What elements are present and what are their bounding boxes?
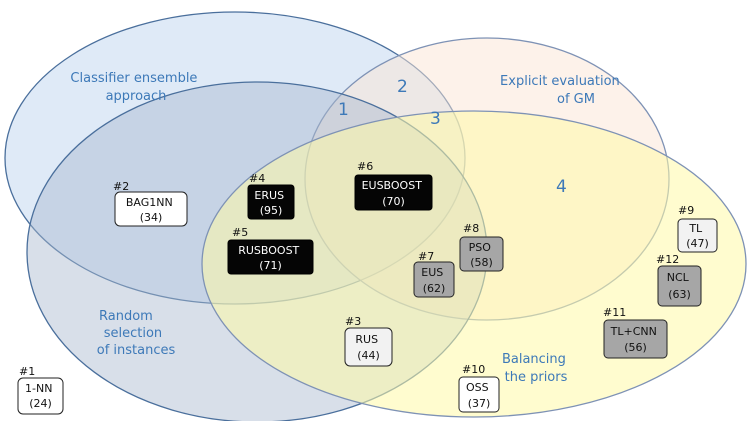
- node-id: #10: [462, 363, 485, 376]
- node-label: OSS (37): [466, 381, 492, 410]
- method-node-5: #5 RUSBOOST (71): [227, 226, 314, 275]
- set-label-random-selection: Random selection of instances: [97, 309, 176, 358]
- region-number-3: 3: [430, 109, 441, 129]
- node-label: NCL (63): [667, 271, 693, 301]
- node-id: #9: [678, 204, 694, 217]
- node-label: RUSBOOST (71): [238, 244, 303, 272]
- method-node-8: #8 PSO (58): [459, 222, 504, 272]
- method-node-6: #6 EUSBOOST (70): [354, 160, 433, 211]
- node-label: 1-NN (24): [25, 382, 56, 410]
- method-node-3: #3 RUS (44): [344, 315, 393, 367]
- node-id: #7: [418, 250, 434, 263]
- node-label: TL+CNN (56): [610, 325, 661, 354]
- region-number-1: 1: [338, 100, 349, 120]
- method-node-7: #7 EUS (62): [413, 250, 455, 298]
- node-label: PSO (58): [469, 241, 495, 269]
- node-label: BAG1NN (34): [126, 196, 176, 224]
- node-id: #4: [249, 172, 265, 185]
- method-node-11: #11 TL+CNN (56): [603, 306, 668, 359]
- node-label: TL (47): [686, 222, 709, 250]
- node-id: #11: [603, 306, 626, 319]
- set-label-balancing-priors: Balancing the priors: [502, 352, 570, 385]
- method-node-2: #2 BAG1NN (34): [113, 180, 188, 227]
- method-node-4: #4 ERUS (95): [247, 172, 295, 220]
- node-label: ERUS (95): [254, 189, 287, 217]
- method-node-10: #10 OSS (37): [458, 363, 500, 413]
- node-id: #6: [357, 160, 373, 173]
- region-number-2: 2: [397, 77, 408, 97]
- node-label: EUSBOOST (70): [362, 179, 426, 208]
- node-id: #8: [463, 222, 479, 235]
- node-id: #12: [656, 253, 679, 266]
- method-node-12: #12 NCL (63): [656, 253, 702, 307]
- set-label-classifier-ensemble: Classifier ensemble approach: [70, 71, 201, 104]
- method-node-9: #9 TL (47): [677, 204, 718, 253]
- set-label-explicit-gm: Explicit evaluation of GM: [500, 74, 624, 107]
- region-number-4: 4: [556, 177, 567, 197]
- node-id: #1: [19, 365, 35, 378]
- node-label: EUS (62): [421, 266, 446, 295]
- node-id: #3: [345, 315, 361, 328]
- method-node-1: #1 1-NN (24): [17, 365, 64, 415]
- node-id: #2: [113, 180, 129, 193]
- node-id: #5: [232, 226, 248, 239]
- node-label: RUS (44): [355, 333, 381, 362]
